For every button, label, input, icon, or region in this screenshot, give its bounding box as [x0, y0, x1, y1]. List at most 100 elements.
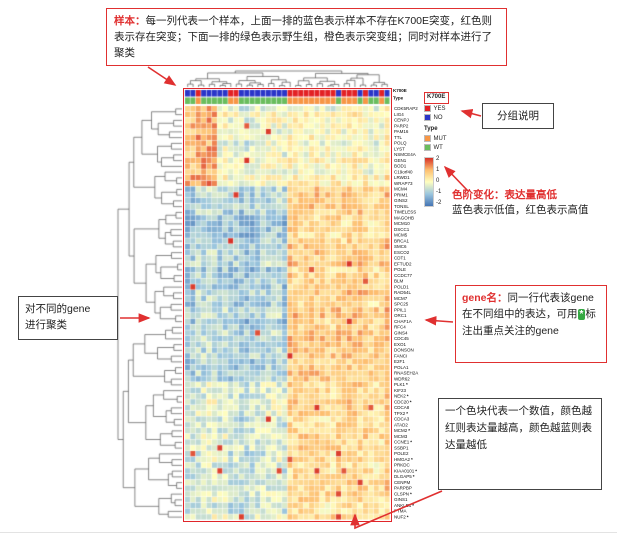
gene-label: POLE2 — [394, 451, 409, 456]
gene-label: PRIM1 — [394, 192, 408, 198]
gene-label: MCM4 — [394, 186, 408, 192]
sample-note-title: 样本： — [114, 15, 146, 27]
gene-label: DONSON — [394, 347, 414, 353]
legend-swatch-yes — [424, 105, 431, 112]
gene-label: CCNE1* — [394, 439, 413, 445]
gene-label: EXO1 — [394, 341, 407, 347]
legend-colorbar-wrap: 2 1 0 -1 -2 — [424, 156, 488, 207]
gene-label: LRWD1 — [394, 175, 410, 180]
gene-star-icon: * — [406, 514, 409, 520]
gene-label: GINS4 — [394, 330, 408, 336]
gene-label: MCM2* — [394, 428, 411, 433]
gene-star-icon: * — [409, 399, 412, 405]
gene-note-title: gene名： — [462, 292, 508, 304]
gene-star-icon: * — [406, 393, 409, 399]
gene-note-text-after: 标注出重点关注的gene — [462, 308, 596, 337]
gene-label: MCM7 — [394, 295, 408, 301]
gene-label: ESCO2 — [394, 249, 410, 255]
legend-label-mut: MUT — [433, 135, 447, 142]
gene-label: RAD54L — [394, 290, 412, 295]
gene-note-box: gene名：同一行代表该gene 在不同组中的表达，可用*标注出重点关注的gen… — [455, 285, 607, 363]
cluster-note-line2: 进行聚类 — [25, 319, 67, 331]
gene-label: CDK5RAP2 — [394, 106, 418, 111]
scale-tick: 1 — [436, 167, 440, 173]
legend-swatch-no — [424, 114, 431, 121]
gene-label: GINS2 — [394, 198, 408, 203]
gene-label: TPX2* — [394, 410, 409, 416]
group-note-text: 分组说明 — [497, 110, 539, 122]
gene-label: GEN1 — [394, 157, 407, 163]
gene-star-icon: * — [408, 428, 411, 433]
scale-note: 色阶变化：表达量高低 蓝色表示低值，红色表示高值 — [452, 188, 612, 218]
gene-label: ORC1 — [394, 313, 407, 318]
gene-label: TONSL — [394, 203, 409, 209]
annotation-row-label-k700e: K700E — [393, 88, 407, 93]
cluster-note-line1: 对不同的gene — [25, 303, 91, 315]
gene-label: SPC25 — [394, 301, 409, 307]
heatmap-legend: K700E YES NO Type MUT WT 2 1 0 -1 -2 — [424, 92, 488, 207]
scale-tick: -1 — [436, 189, 442, 195]
legend-k700e-title: K700E — [424, 92, 450, 104]
legend-swatch-mut — [424, 135, 431, 142]
gene-label: BRCA1 — [394, 238, 410, 244]
annotation-row-label-type: Type — [393, 95, 404, 101]
gene-label: HMGA2* — [394, 456, 413, 462]
gene-label: POLA1 — [394, 364, 409, 370]
gene-label: MCM5 — [394, 232, 408, 238]
gene-label: TIMELESS — [394, 209, 417, 215]
gene-label: POLD1 — [394, 284, 409, 290]
legend-item-no: NO — [424, 113, 488, 122]
gene-star-icon: * — [406, 410, 409, 416]
gene-label: TTL — [394, 134, 403, 140]
gene-label: PAM16 — [394, 129, 409, 134]
gene-label: SMC6 — [394, 244, 407, 249]
scale-tick: -2 — [436, 200, 442, 206]
value-note-text: 一个色块代表一个数值，颜色越红则表达量越高，颜色越蓝则表达量越低 — [445, 405, 592, 451]
gene-star-icon: * — [406, 382, 408, 387]
legend-label-no: NO — [433, 114, 443, 121]
sample-note-text: 每一列代表一个样本，上面一排的蓝色表示样本不存在K700E突变，红色则表示存在突… — [114, 15, 493, 59]
sample-note-box: 样本：每一列代表一个样本，上面一排的蓝色表示样本不存在K700E突变，红色则表示… — [106, 8, 507, 66]
gene-note-text-before: 同一行代表该gene 在不同组中的表达，可用 — [462, 292, 594, 320]
scale-note-title: 色阶变化：表达量高低 — [452, 189, 557, 201]
color-scale-bar — [424, 157, 434, 207]
gene-label: MAGOHB — [394, 215, 415, 221]
gene-label: LYST — [394, 146, 405, 152]
gene-label: NUF2* — [394, 514, 409, 520]
gene-label: PARPBP — [394, 485, 412, 491]
scale-tick: 0 — [436, 178, 440, 184]
gene-label: CENPM — [394, 479, 411, 485]
gene-label: CDCA3 — [394, 416, 410, 422]
legend-k700e-title-row: K700E — [424, 92, 488, 104]
gene-label: WRAP73 — [394, 180, 413, 186]
gene-label: DLGAP5* — [394, 474, 415, 479]
gene-label: SSBP1 — [394, 445, 409, 451]
star-marker-icon: * — [577, 309, 586, 320]
gene-label: BLM — [394, 278, 404, 284]
gene-star-icon: * — [410, 439, 413, 445]
gene-label: POLQ — [394, 140, 407, 146]
legend-item-mut: MUT — [424, 134, 488, 143]
scale-note-text: 蓝色表示低值，红色表示高值 — [452, 204, 589, 216]
gene-label: MCM3 — [394, 433, 408, 439]
gene-label: CCDC77 — [394, 272, 413, 278]
gene-label: C19orf40 — [394, 169, 413, 175]
gene-label: DSCC1 — [394, 226, 410, 232]
legend-item-yes: YES — [424, 104, 488, 113]
gene-label: RFC4 — [394, 324, 406, 330]
gene-label: NSMCE4A — [394, 152, 416, 157]
gene-label: LIG4 — [394, 111, 404, 117]
legend-label-wt: WT — [433, 144, 443, 151]
gene-star-icon: * — [412, 474, 415, 479]
gene-label: CDC45 — [394, 336, 409, 341]
gene-label: PARP2 — [394, 123, 409, 129]
value-note-box: 一个色块代表一个数值，颜色越红则表达量越高，颜色越蓝则表达量越低 — [438, 398, 602, 490]
gene-label: CDC20* — [394, 399, 412, 405]
gene-label: ATAD2 — [394, 422, 408, 428]
gene-label: POLE — [394, 267, 407, 272]
gene-label: CHAF1A — [394, 318, 412, 324]
gene-star-icon: * — [411, 456, 413, 462]
legend-item-wt: WT — [424, 143, 488, 152]
gene-label: PLK1* — [394, 382, 408, 387]
